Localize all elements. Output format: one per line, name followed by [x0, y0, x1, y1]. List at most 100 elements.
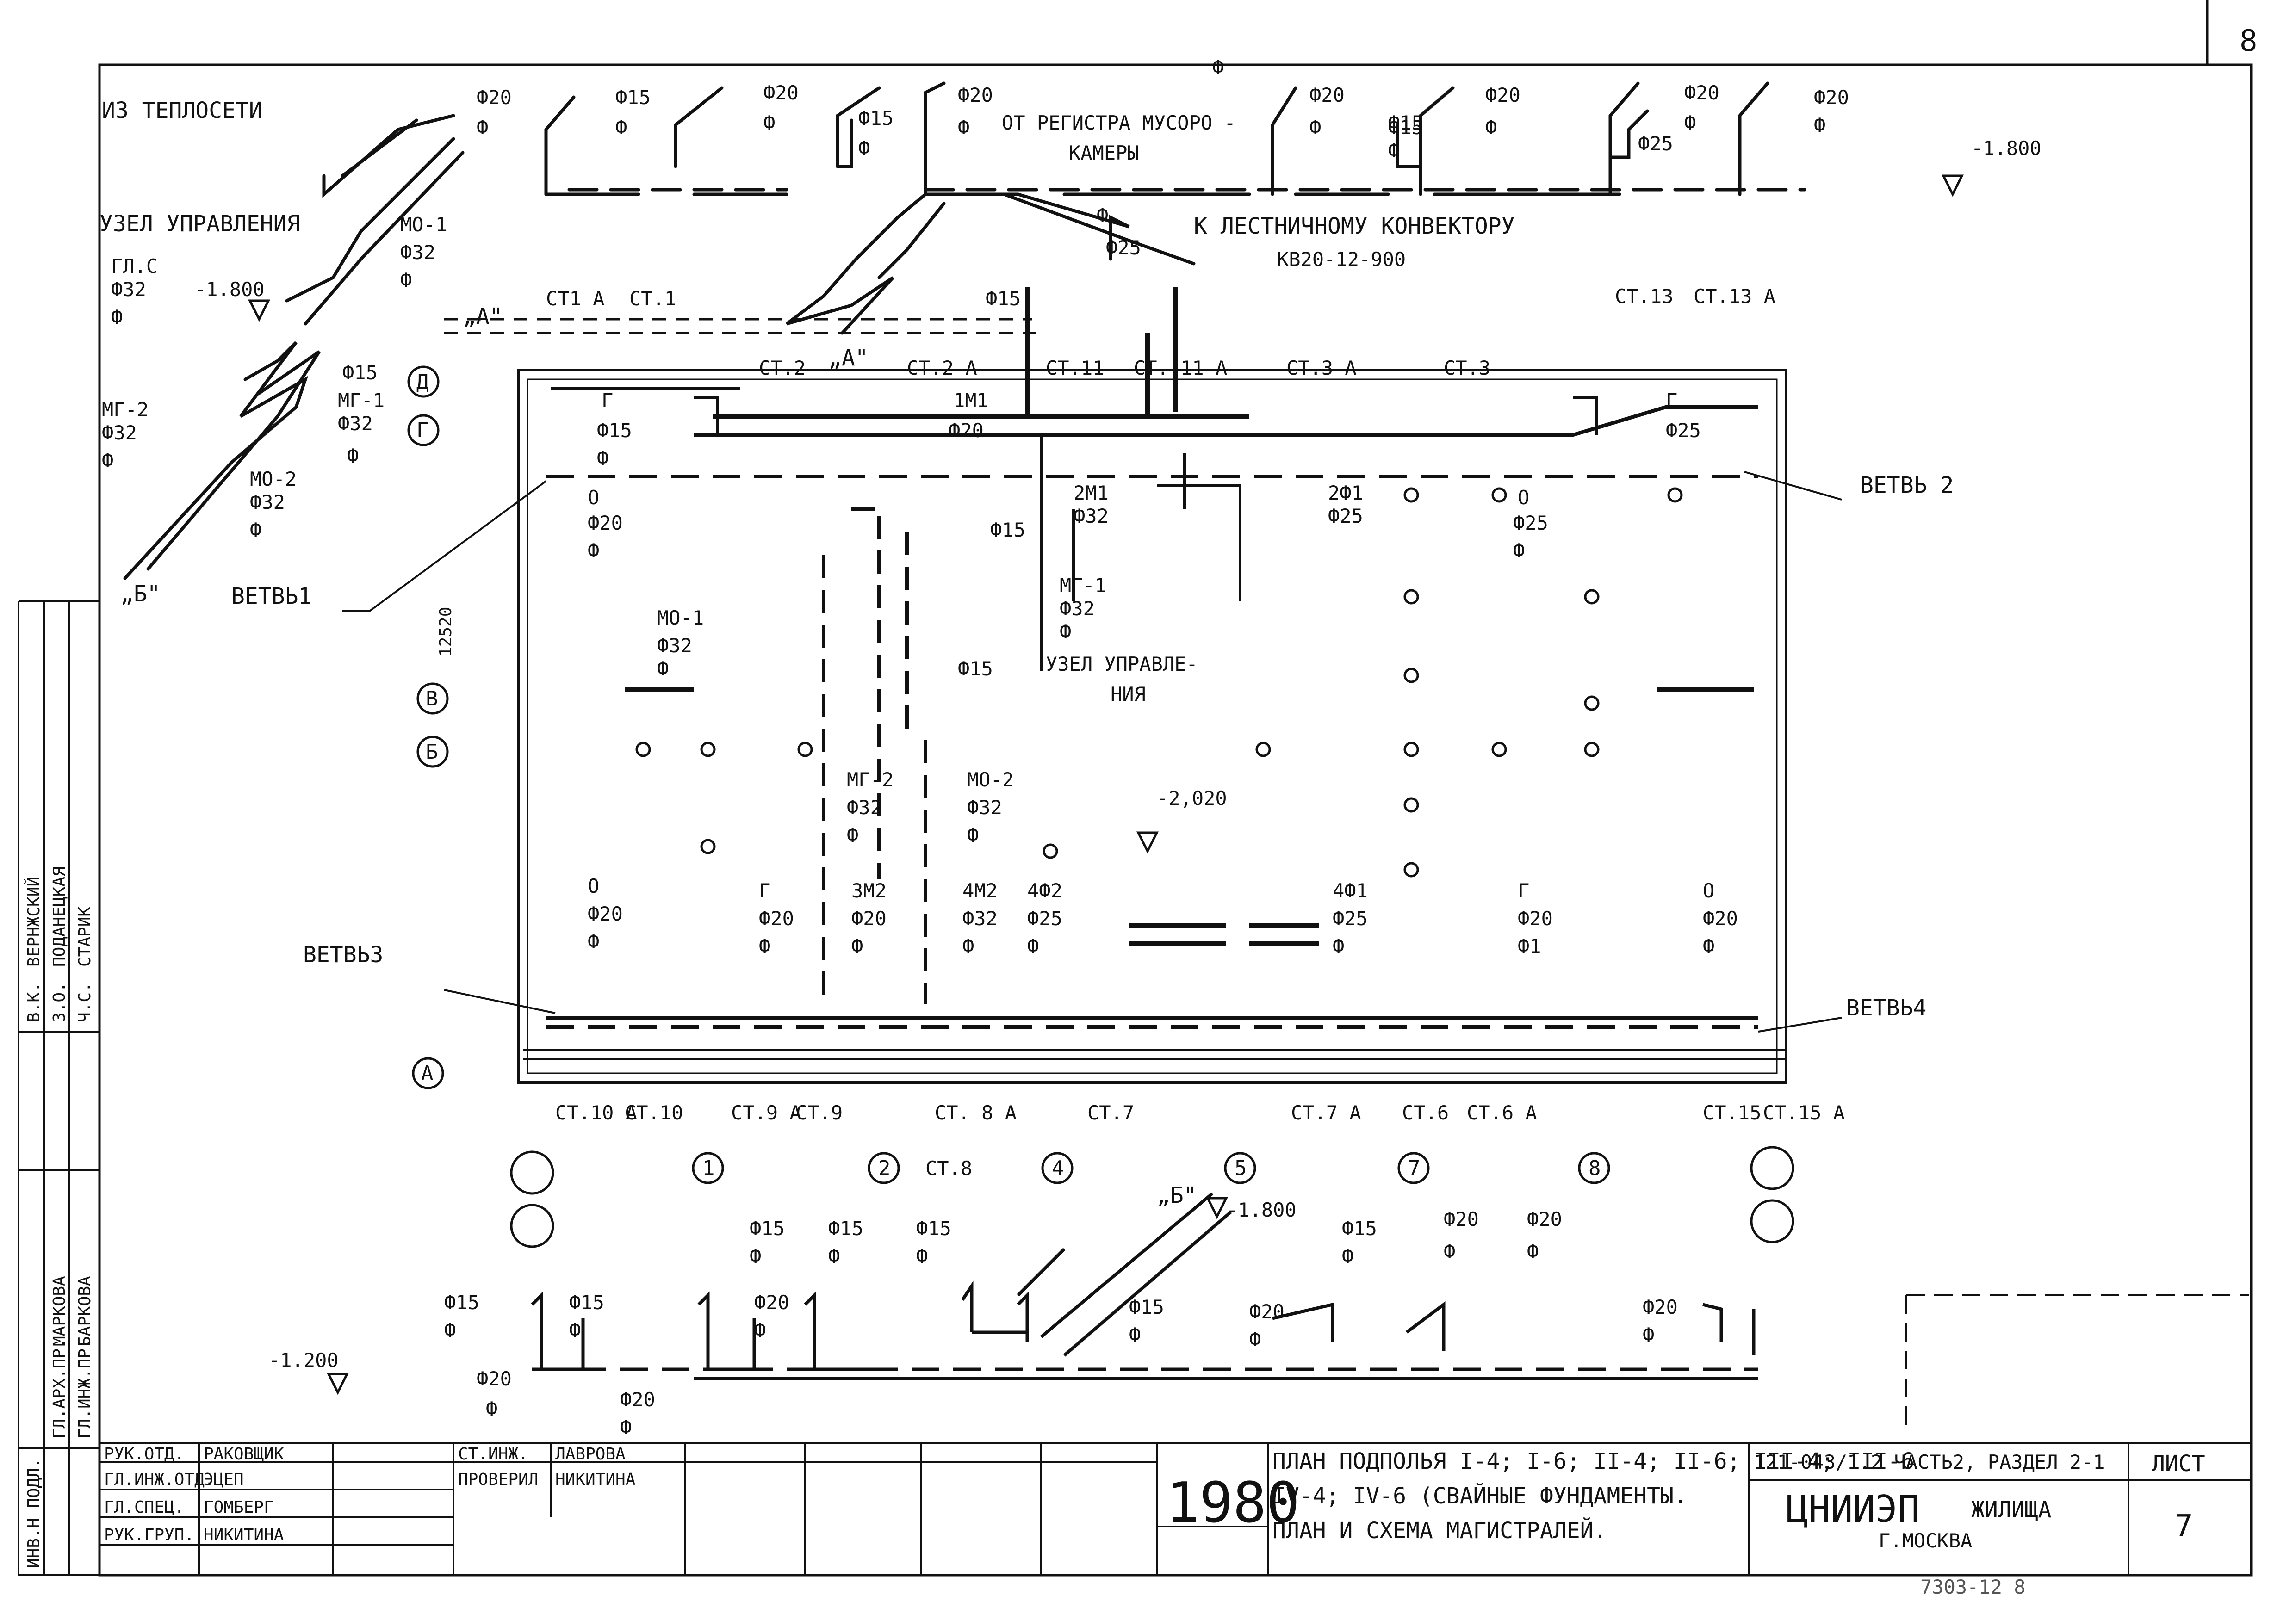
- pipe-code-label: Ф: [1212, 56, 1224, 79]
- pipe-code-label: Ф15: [342, 361, 378, 384]
- pipe-code-label: Ф20: [477, 1367, 512, 1390]
- stamp-list-label: ЛИСТ: [2152, 1451, 2205, 1477]
- pipe-code-label: Ф20: [851, 907, 887, 930]
- pipe-code-label: Ф15: [986, 287, 1021, 310]
- axis-5: 5: [1235, 1156, 1247, 1180]
- pipe-code-label: Ф25: [1638, 132, 1673, 155]
- bottom-pipe-scheme: [531, 1192, 2249, 1434]
- riser-label: СТ.7: [1087, 1101, 1134, 1124]
- level-mark: -2,020: [1157, 787, 1227, 810]
- pipe-code-label: Ф20: [1485, 84, 1520, 106]
- level-marks: -1.800 -1.800 -2,020 -1.800 -1.200: [194, 137, 2042, 1395]
- pipe-code-label: Ф25: [1513, 512, 1548, 534]
- pipe-code-label: МГ-1: [1060, 574, 1106, 597]
- pipe-code-label: Ф: [1388, 139, 1400, 162]
- pipe-code-label: Ф32: [400, 241, 435, 264]
- pipe-code-label: Ф20: [1249, 1300, 1285, 1323]
- riser-label: СТ.10: [625, 1101, 683, 1124]
- riser-label: СТ.2: [759, 357, 806, 379]
- pipe-code-label: МГ-2: [102, 398, 149, 421]
- pipe-code-label: Ф: [759, 935, 770, 958]
- pipe-code-label: Ф15: [990, 519, 1025, 541]
- riser-label: СТ.15 А: [1763, 1101, 1845, 1124]
- label-point-b2: „Б": [1157, 1182, 1197, 1208]
- title-block-lines: [99, 1442, 2251, 1575]
- pipe-code-label: 4М2: [962, 879, 998, 902]
- pipe-code-label: МО-1: [657, 606, 704, 629]
- stamp-role2: СТ.ИНЖ.: [458, 1445, 528, 1464]
- label-vetv2: ВЕТВЬ 2: [1860, 472, 1954, 498]
- pipe-code-label: 1М1: [953, 389, 988, 412]
- pipe-code-label: МО-2: [967, 768, 1014, 791]
- pipe-code-label: Ф: [111, 306, 123, 328]
- pipe-code-label: Ф32: [102, 421, 137, 444]
- label-point-a1: „А": [463, 303, 503, 329]
- pipe-code-label: Ф15: [615, 86, 651, 109]
- pipe-code-label: Ф1: [1518, 935, 1541, 958]
- pipe-code-label: Ф: [1643, 1323, 1654, 1346]
- riser-label: СТ.7 А: [1291, 1101, 1361, 1124]
- axis-g: Г: [416, 419, 429, 442]
- left-name2: МАРКОВА: [50, 1276, 69, 1346]
- axis-d: Д: [416, 370, 429, 394]
- riser-label: СТ.13 А: [1694, 285, 1775, 308]
- left-name2: БАРКОВА: [75, 1276, 94, 1346]
- stamp-title-2: IV-4; IV-6 (СВАЙНЫЕ ФУНДАМЕНТЫ.: [1272, 1483, 1687, 1509]
- pipe-code-label: Ф20: [754, 1291, 789, 1314]
- pipe-code-label: Ф: [763, 111, 775, 134]
- pipe-code-label: Ф: [1249, 1328, 1261, 1351]
- pipe-code-label: Ф20: [1703, 907, 1738, 930]
- pipe-code-label: Ф: [847, 824, 858, 847]
- title-block-texts: РУК.ОТД. РАКОВЩИК ГЛ.ИНЖ.ОТД. ЭЦЕП ГЛ.СП…: [104, 1445, 2205, 1598]
- pipe-code-label: Ф: [444, 1319, 456, 1342]
- pipe-code-label: Ф: [958, 116, 969, 139]
- pipe-code-label: Ф15: [1129, 1296, 1164, 1318]
- label-dim-12520: 12520: [436, 607, 455, 657]
- left-stamp-texts: В.К. З.О. Ч.С. ВЕРНЖСКИЙ ПОДАНЕЦКАЯ СТАР…: [24, 866, 94, 1568]
- pipe-code-label: Ф15: [828, 1217, 863, 1240]
- pipe-code-label: Ф: [1027, 935, 1039, 958]
- label-iz-teploseti: ИЗ ТЕПЛОСЕТИ: [102, 98, 262, 124]
- plan-pipes: [546, 387, 1758, 1029]
- pipe-code-label: Ф20: [620, 1388, 655, 1411]
- label-vetv3: ВЕТВЬ3: [303, 942, 383, 968]
- riser-label: СТ. 11 А: [1134, 357, 1227, 379]
- pipe-code-label: О: [588, 875, 599, 897]
- riser-labels: СТ1 А СТ.1 СТ.2 СТ.2 А СТ.11 СТ. 11 А СТ…: [546, 285, 1845, 1180]
- pipe-code-label: 4Ф1: [1333, 879, 1368, 902]
- pipe-code-label: 4Ф2: [1027, 879, 1062, 902]
- axis-b: Б: [426, 740, 438, 764]
- pipe-code-label: Ф: [828, 1245, 840, 1268]
- stamp-name: ГОМБЕРГ: [204, 1498, 274, 1517]
- label-point-b1: „Б": [120, 581, 161, 607]
- label-vetv4: ВЕТВЬ4: [1846, 995, 1926, 1021]
- left-inv: ИНВ.Н ПОДЛ.: [25, 1458, 43, 1568]
- stamp-name2: ЛАВРОВА: [555, 1445, 626, 1464]
- stamp-org-suffix: ЖИЛИЩА: [1971, 1497, 2051, 1523]
- top-dashed-a-line: [444, 318, 1046, 334]
- pipe-code-label: Ф15: [1342, 1217, 1377, 1240]
- pipe-code-label: Г: [1666, 389, 1677, 412]
- riser-label: СТ.1: [629, 287, 676, 310]
- pipe-code-label: Ф: [1097, 204, 1108, 227]
- stamp-year: 1980: [1166, 1471, 1300, 1535]
- axis-labels: Д Г В Б А 1 2 4 5 7 8: [416, 370, 1601, 1180]
- pipe-code-label: Ф20: [1309, 84, 1345, 106]
- pipe-code-label: Ф20: [588, 512, 623, 534]
- pipe-code-label: Ф: [1444, 1240, 1455, 1263]
- pipe-code-label: Ф15: [597, 419, 632, 442]
- pipe-code-label: Ф25: [1333, 907, 1368, 930]
- pipe-code-label: Ф20: [1444, 1208, 1479, 1231]
- stamp-org: ЦНИИЭП: [1786, 1488, 1920, 1531]
- sheet-corner-number: 8: [2240, 24, 2258, 58]
- pipe-code-label: Ф: [588, 930, 599, 953]
- stamp-role: РУК.ОТД.: [104, 1445, 184, 1464]
- pipe-code-label: Ф: [597, 447, 608, 470]
- riser-label: СТ.8: [925, 1157, 972, 1180]
- stamp-bottom-text: 7303-12 8: [1920, 1576, 2026, 1598]
- pipe-code-label: Ф20: [477, 86, 512, 109]
- pipe-code-label: Ф25: [1666, 419, 1701, 442]
